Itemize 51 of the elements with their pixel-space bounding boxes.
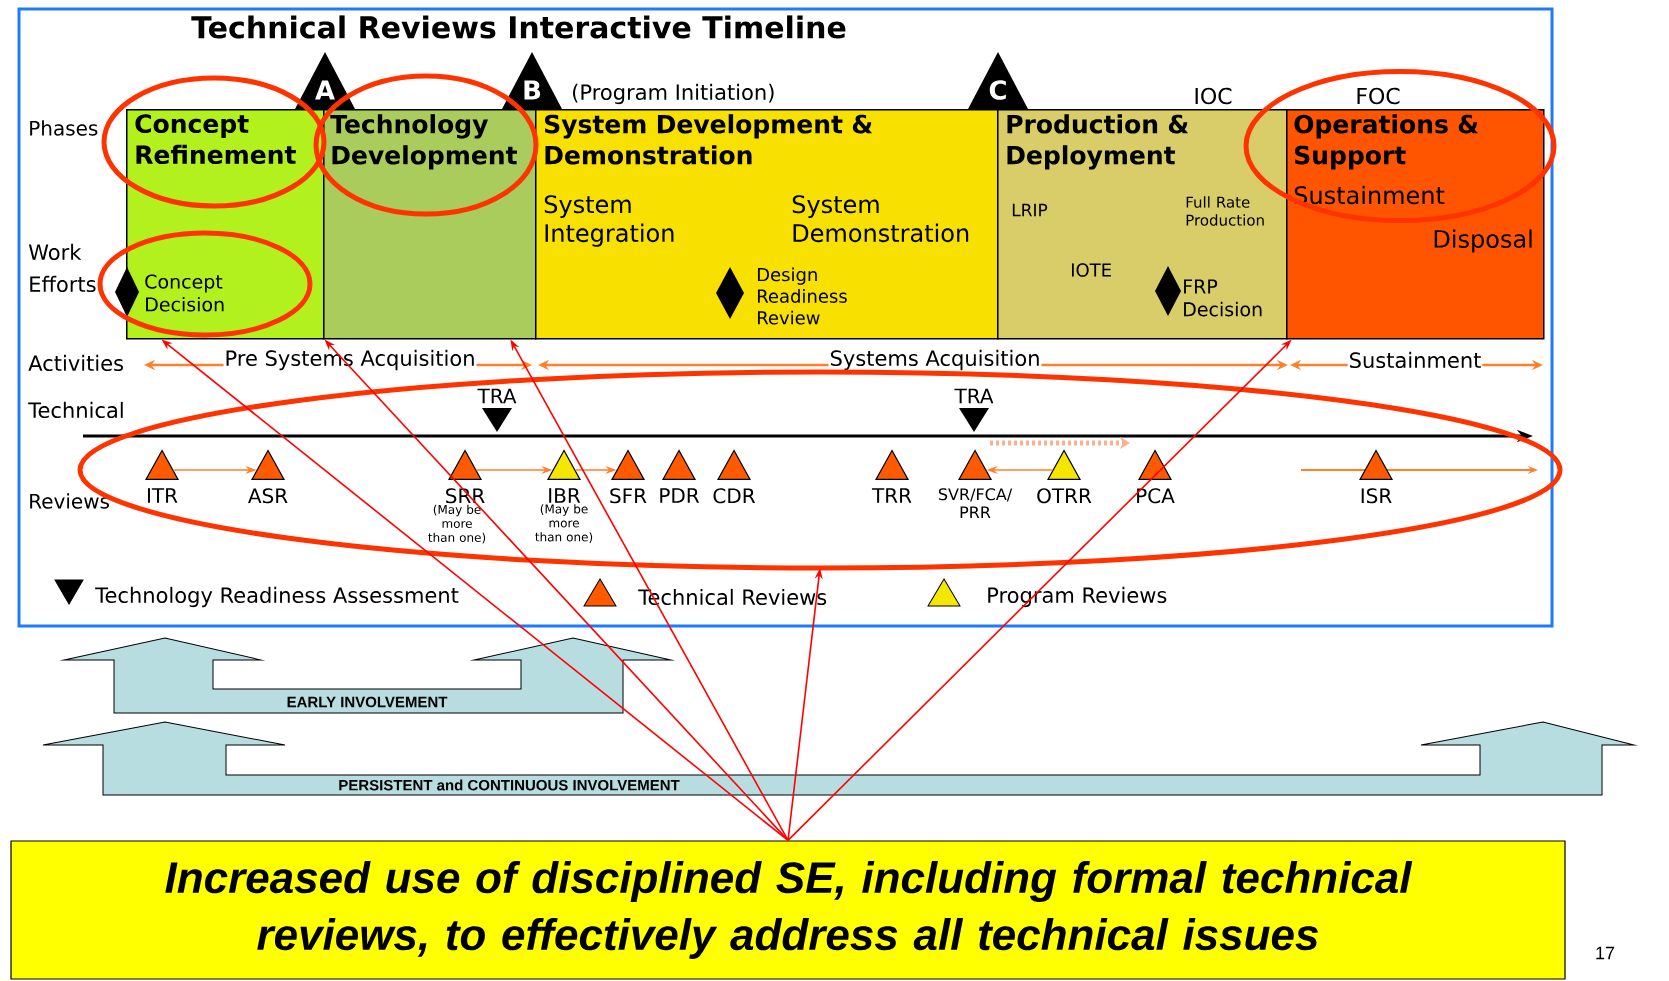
work-effort-text: FRP Decision bbox=[1184, 279, 1262, 317]
legend-text: Technology Readiness Assessment bbox=[95, 586, 459, 608]
phase-heading: Production & Deployment bbox=[1007, 114, 1189, 170]
row-label: Technical bbox=[28, 401, 123, 419]
phase-box bbox=[535, 109, 999, 340]
row-label: Activities bbox=[28, 354, 123, 372]
work-effort-text: Concept Decision bbox=[145, 274, 224, 312]
milestone-triangle: A bbox=[295, 52, 355, 109]
phase-heading: Concept Refinement bbox=[135, 114, 296, 165]
label-text: TRA bbox=[954, 388, 994, 404]
phase-heading: Technology Development bbox=[330, 114, 517, 170]
review-label: TRR bbox=[871, 488, 912, 503]
phase-heading: Operations & Support bbox=[1294, 114, 1478, 170]
review-label: PCA bbox=[1137, 488, 1175, 504]
row-label: Reviews bbox=[30, 493, 110, 509]
work-effort-text: Design Readiness Review bbox=[758, 267, 847, 325]
label-text: TRA bbox=[477, 388, 517, 404]
phase-heading: System Development & Demonstration bbox=[545, 114, 873, 165]
work-effort-text: System Demonstration bbox=[792, 195, 969, 243]
phase-box bbox=[323, 109, 537, 340]
title: Technical Reviews Interactive Timeline bbox=[191, 15, 846, 39]
review-note: (May be more than one) bbox=[535, 504, 593, 543]
row-label: Phases bbox=[30, 120, 98, 136]
label-text: Systems Acquisition bbox=[828, 348, 1042, 372]
work-effort-text: Full Rate Production bbox=[1186, 196, 1264, 226]
review-label: SVR/FCA/ PRR bbox=[938, 488, 1013, 519]
review-label: IBR bbox=[549, 488, 581, 503]
work-effort-text: IOTE bbox=[1072, 263, 1111, 277]
work-effort-text: LRIP bbox=[1012, 203, 1048, 217]
work-effort-text: Sustainment bbox=[1294, 185, 1445, 205]
label-text: Sustainment bbox=[1347, 350, 1483, 370]
label-text: IOC bbox=[1195, 87, 1232, 105]
milestone-note: (Program Initiation) bbox=[573, 83, 774, 105]
work-effort-text: Disposal bbox=[1434, 229, 1532, 253]
row-label: Work Efforts bbox=[28, 243, 96, 293]
phase-box bbox=[115, 109, 325, 340]
phase-box bbox=[1286, 109, 1545, 340]
phase-box bbox=[997, 109, 1288, 340]
review-label: OTRR bbox=[1037, 488, 1092, 504]
review-label: ASR bbox=[248, 488, 288, 504]
label-text: 17 bbox=[1596, 946, 1615, 960]
review-note: (May be more than one) bbox=[428, 504, 486, 544]
conclusion-box: Increased use of disciplined SE, including formal technical reviews, to effectively address all technical issues bbox=[10, 840, 1566, 980]
review-label: ITR bbox=[147, 488, 178, 503]
review-label: ISR bbox=[1361, 488, 1392, 504]
review-label: PDR bbox=[660, 488, 700, 503]
review-label: SFR bbox=[610, 488, 647, 504]
milestone-triangle: B bbox=[502, 52, 562, 109]
review-label: CDR bbox=[713, 488, 756, 504]
work-effort-text: System Integration bbox=[544, 195, 674, 247]
milestone-triangle: C bbox=[968, 52, 1028, 109]
